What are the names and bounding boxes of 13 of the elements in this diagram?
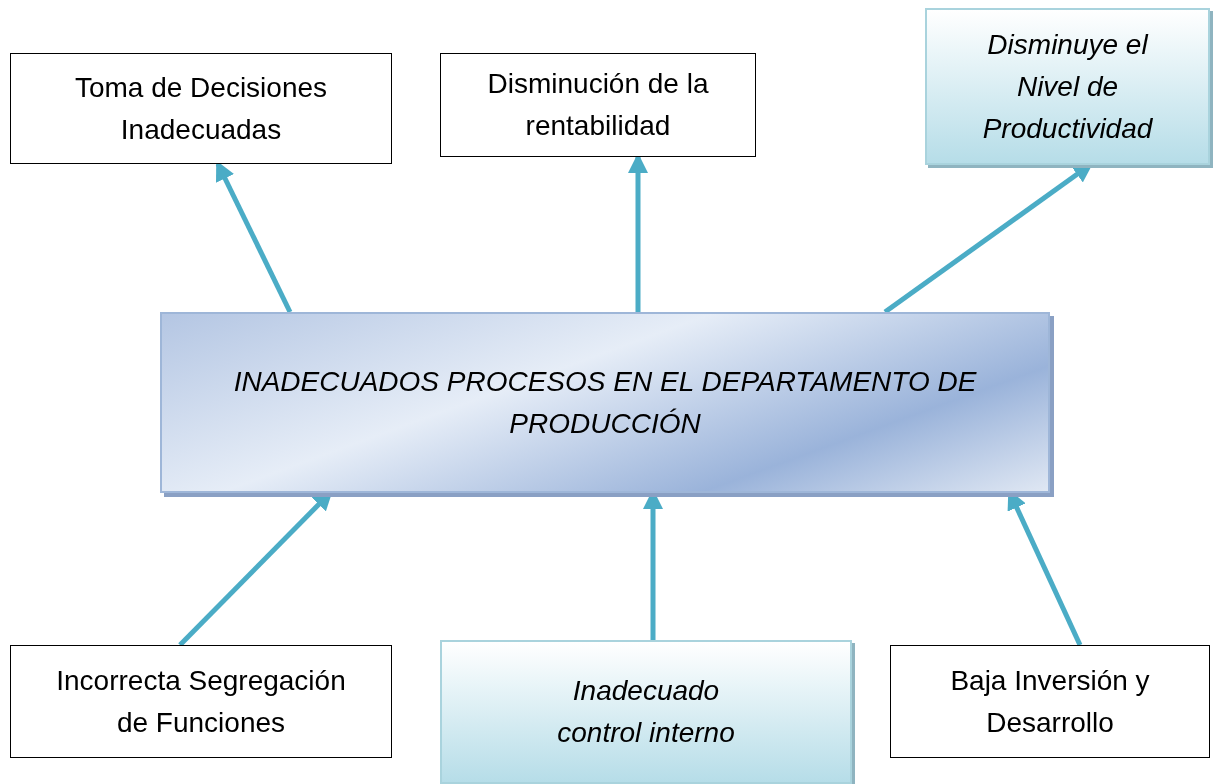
box-text: Disminución de la rentabilidad [486,67,710,143]
box-text: Inadecuado control interno [556,674,736,750]
box-text: INADECUADOS PROCESOS EN EL DEPARTAMENTO DE PRODUCCIÓN [232,364,978,441]
highlighted-box [440,640,852,784]
cause-effect-box [890,645,1210,758]
box-text: Disminuye el Nivel de Productividad [981,27,1154,146]
cause-effect-box [10,53,392,164]
box-text: Baja Inversión y Desarrollo [949,663,1151,740]
cause-effect-box [10,645,392,758]
box-text: Toma de Decisiones Inadecuadas [73,70,329,147]
box-text: Incorrecta Segregación de Funciones [55,663,347,740]
cause-effect-box [440,53,756,157]
highlighted-box [925,8,1210,165]
